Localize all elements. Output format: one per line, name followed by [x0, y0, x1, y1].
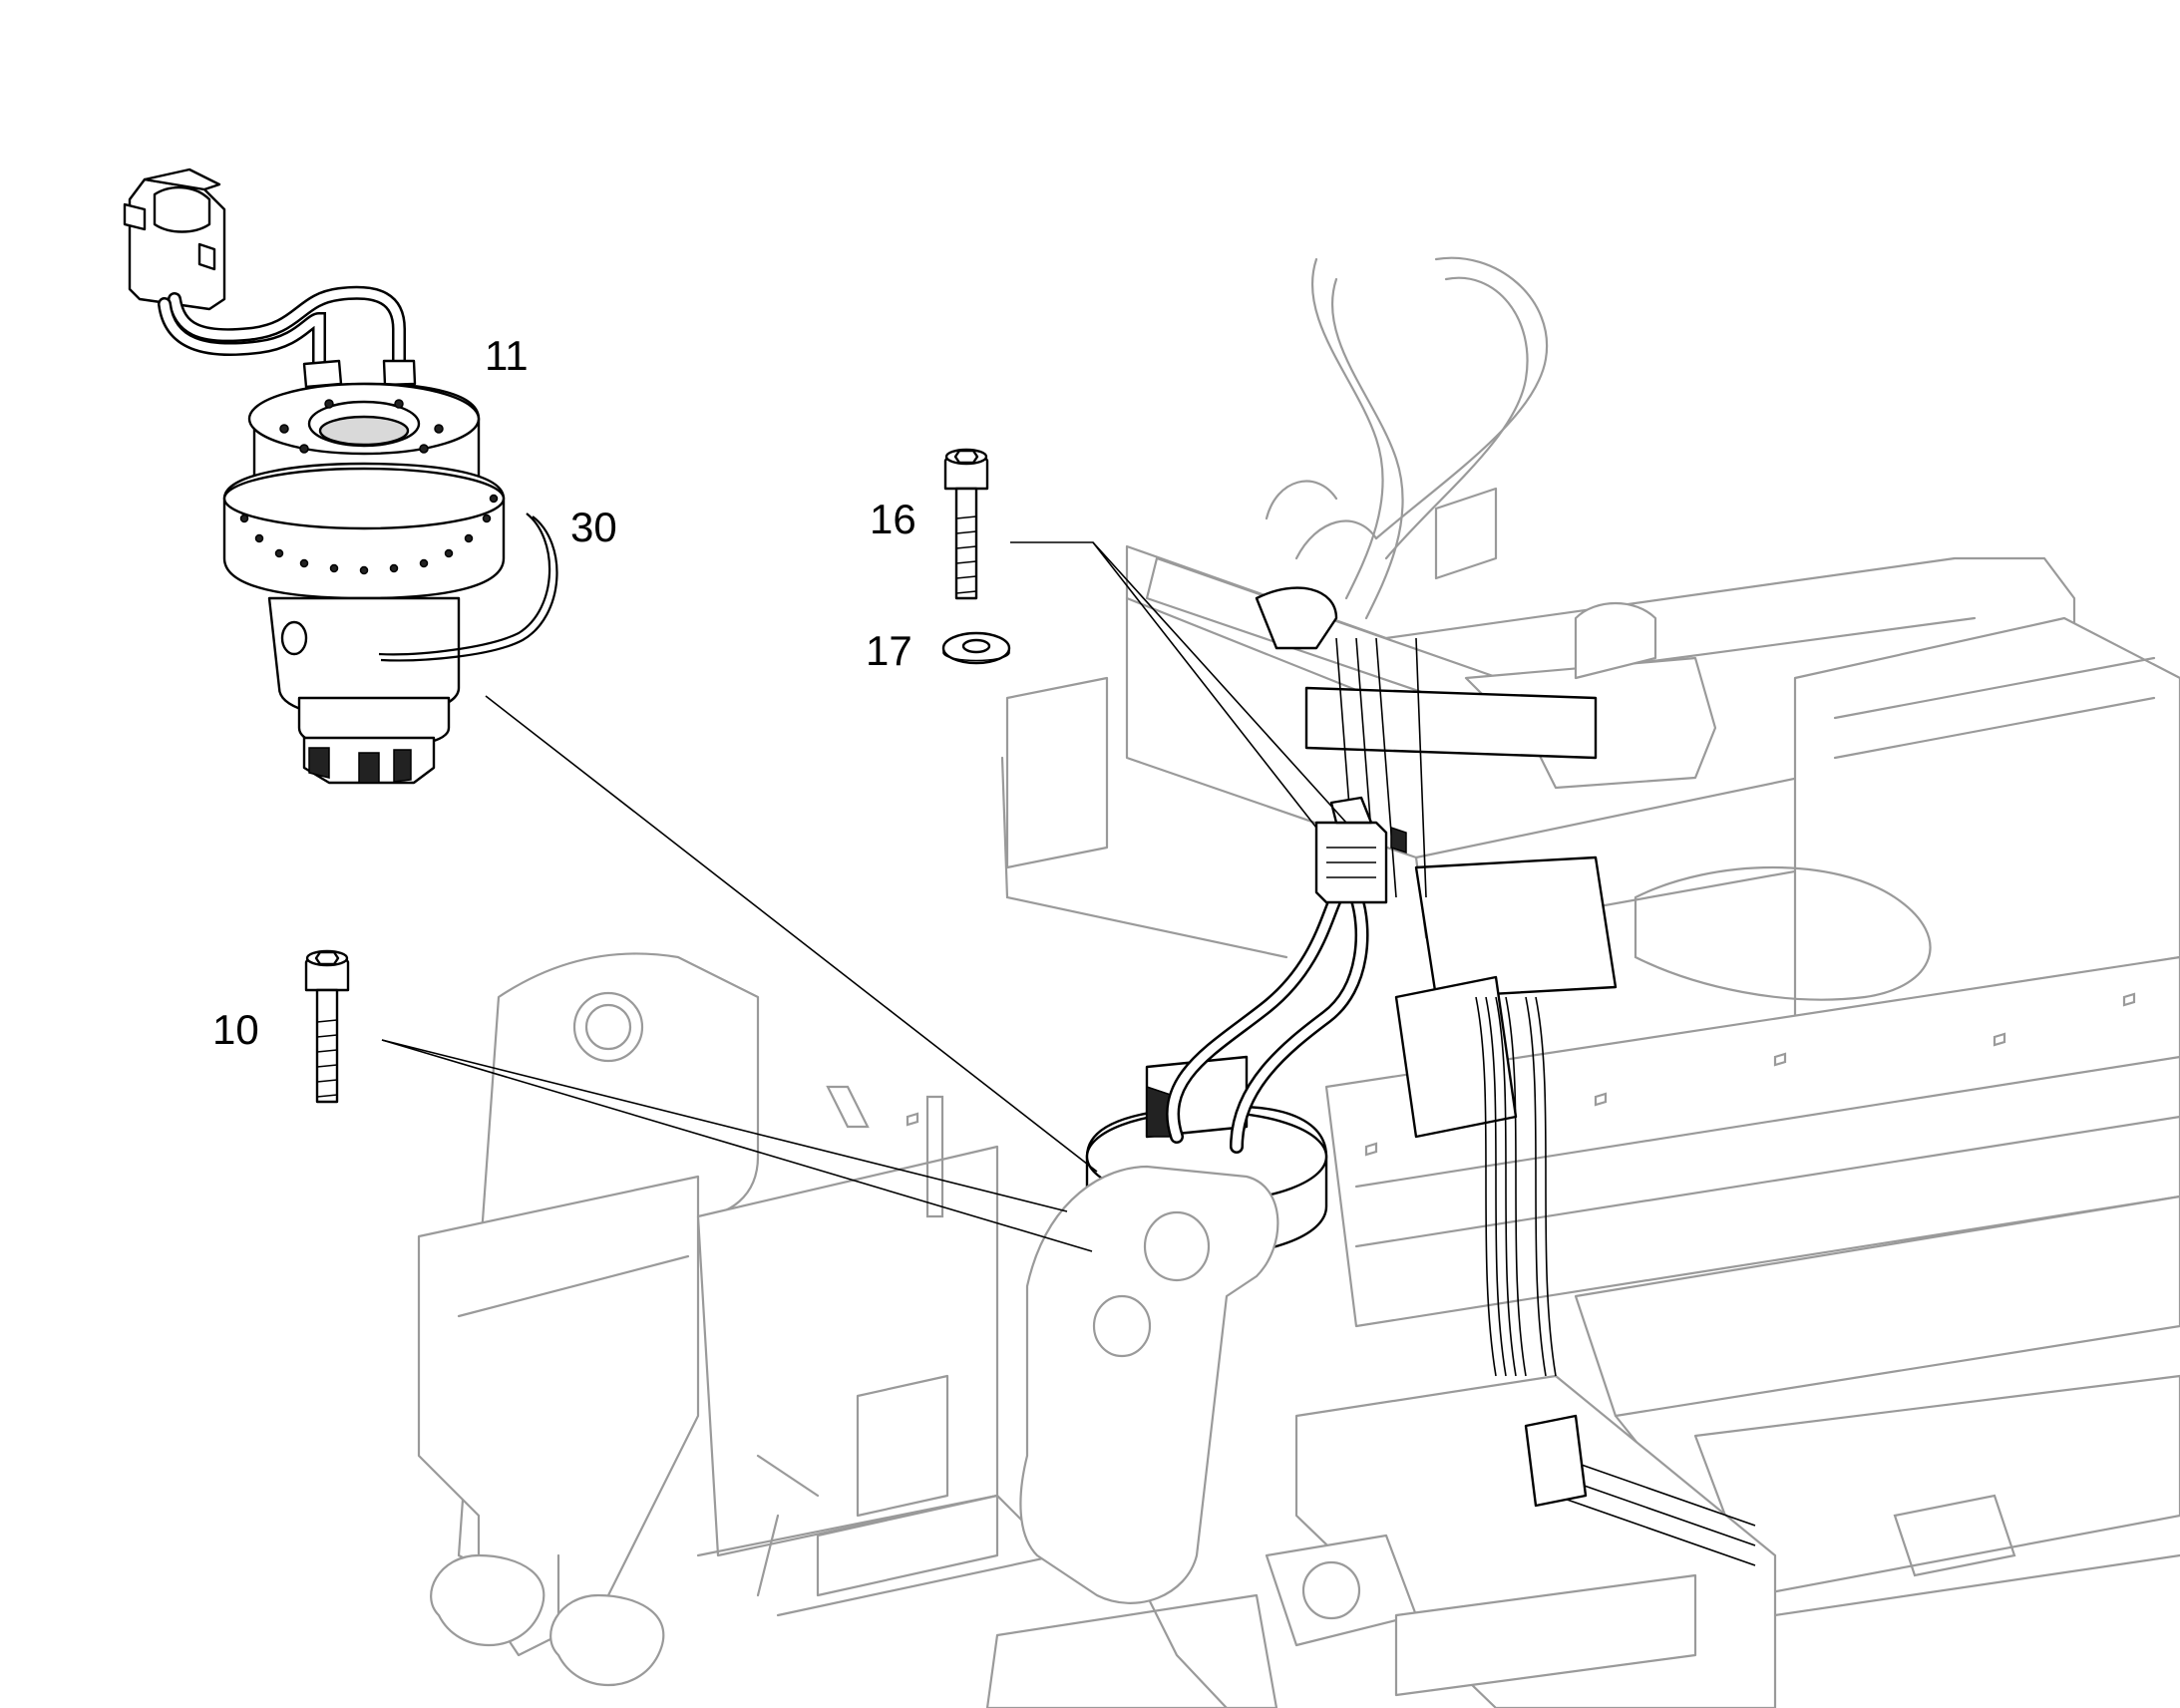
part-30-seal-ring — [378, 512, 558, 662]
part-17-washer — [941, 631, 1011, 665]
callout-10: 10 — [212, 1006, 259, 1053]
leader-lines — [381, 541, 1347, 1252]
part-11-swing-motor — [123, 168, 506, 785]
machine-frame — [417, 256, 2180, 1708]
installed-control-box — [1314, 796, 1407, 904]
hydraulic-valve-assembly — [1255, 586, 1756, 1566]
callout-16: 16 — [870, 496, 916, 542]
part-10-cap-screw — [304, 949, 350, 1104]
boom-bracket-front — [1019, 1165, 1279, 1604]
callout-11: 11 — [485, 332, 529, 379]
part-16-cap-screw — [943, 448, 989, 600]
callout-30: 30 — [570, 504, 617, 550]
callout-17: 17 — [866, 627, 912, 674]
